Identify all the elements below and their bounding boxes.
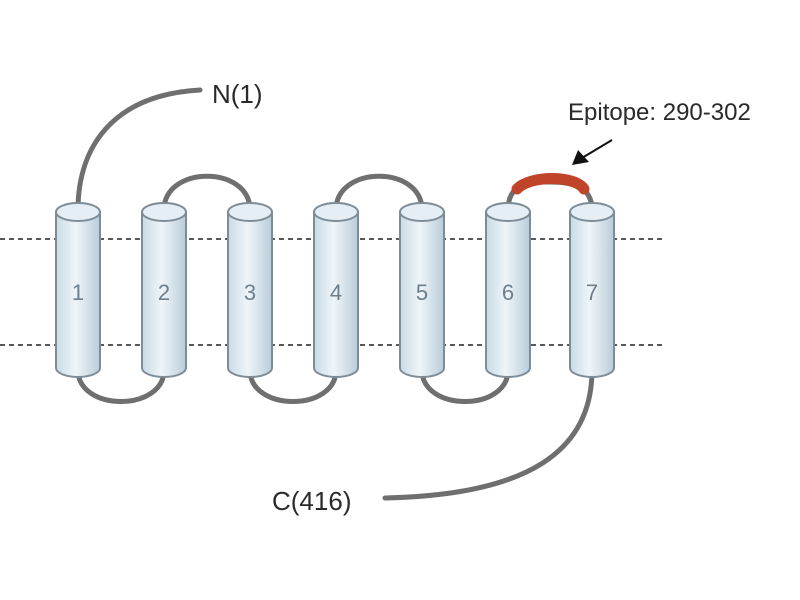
helix-2: 2 [141, 202, 187, 378]
extracellular-loop-2 [333, 173, 425, 213]
helix-cap [227, 202, 273, 222]
n-terminal-tail [75, 87, 203, 213]
helix-cap [399, 202, 445, 222]
epitope-marker [511, 173, 590, 195]
helix-number-4: 4 [330, 280, 342, 305]
helix-cap [141, 202, 187, 222]
helix-6: 6 [485, 202, 531, 378]
helix-cap [569, 202, 615, 222]
epitope-arrow [572, 139, 613, 165]
c-terminus-label: C(416) [272, 486, 351, 516]
helix-number-2: 2 [158, 280, 170, 305]
helix-number-6: 6 [502, 280, 514, 305]
helix-body [55, 211, 101, 378]
helix-body [485, 211, 531, 378]
intracellular-loop-1 [75, 367, 167, 404]
c-terminal-tail [382, 367, 595, 501]
helix-number-1: 1 [72, 280, 84, 305]
helix-3: 3 [227, 202, 273, 378]
helix-number-3: 3 [244, 280, 256, 305]
intracellular-loop-3 [419, 367, 511, 404]
helix-body [569, 211, 615, 378]
helix-body [399, 211, 445, 378]
n-terminus-label: N(1) [212, 79, 263, 109]
helix-number-7: 7 [586, 280, 598, 305]
epitope-label: Epitope: 290-302 [568, 99, 751, 126]
helix-body [227, 211, 273, 378]
helix-5: 5 [399, 202, 445, 378]
extracellular-loop-1 [161, 173, 253, 213]
helix-cap [485, 202, 531, 222]
helix-number-5: 5 [416, 280, 428, 305]
helix-cap [313, 202, 359, 222]
intracellular-loop-2 [247, 367, 339, 404]
transmembrane-helices: 1 2 3 4 5 6 7 [55, 202, 615, 378]
helix-body [313, 211, 359, 378]
helix-4: 4 [313, 202, 359, 378]
helix-cap [55, 202, 101, 222]
helix-7: 7 [569, 202, 615, 378]
helix-body [141, 211, 187, 378]
helix-1: 1 [55, 202, 101, 378]
